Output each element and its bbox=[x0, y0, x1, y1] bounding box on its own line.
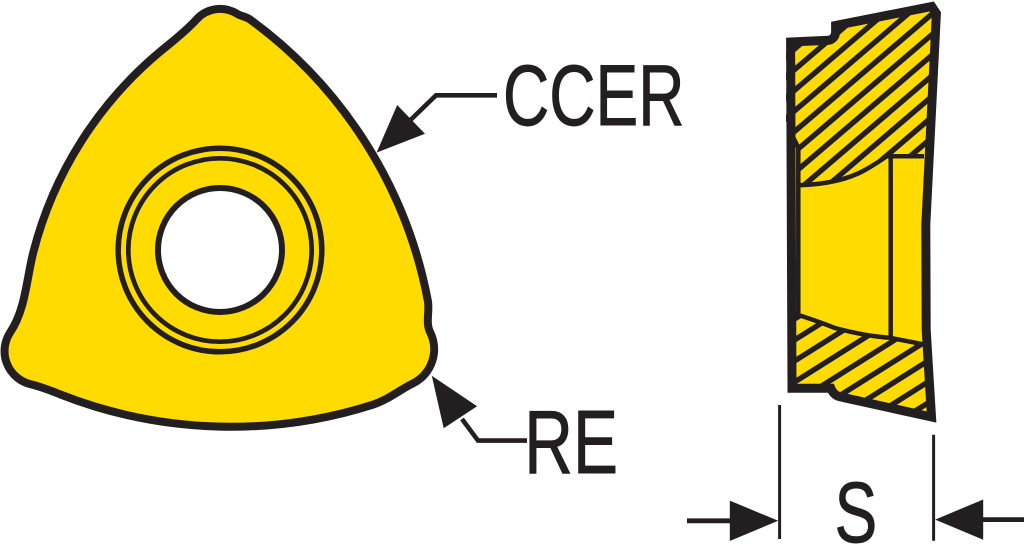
svg-text:RE: RE bbox=[524, 392, 618, 493]
svg-text:CCER: CCER bbox=[503, 48, 685, 144]
svg-text:S: S bbox=[835, 465, 878, 544]
